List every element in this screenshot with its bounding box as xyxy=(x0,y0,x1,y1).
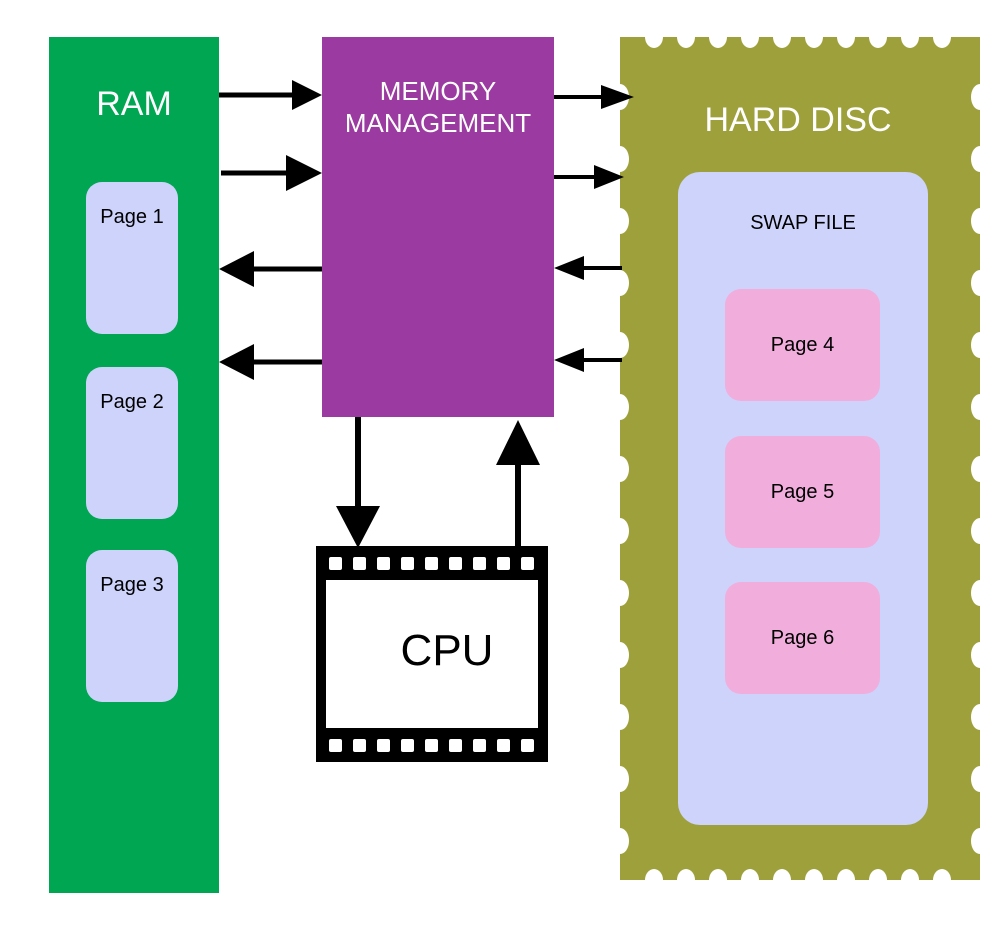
cpu-perforation-hole xyxy=(497,739,510,752)
swap-file-title: SWAP FILE xyxy=(750,212,856,234)
stamp-edge-notch xyxy=(620,208,629,234)
arrow-cpu-to-mm xyxy=(496,420,540,548)
stamp-edge-notch xyxy=(620,270,629,296)
memory-management-block: MEMORY MANAGEMENT xyxy=(322,37,554,417)
arrow-ram-to-mm-2 xyxy=(221,155,322,191)
stamp-edge-notch xyxy=(645,37,663,48)
arrow-hd-to-mm-2 xyxy=(554,348,622,372)
swap-page-5: Page 5 xyxy=(725,436,880,548)
stamp-edge-notch xyxy=(837,37,855,48)
cpu-perforation-hole xyxy=(521,739,534,752)
stamp-edge-notch xyxy=(620,828,629,854)
stamp-edge-notch xyxy=(620,580,629,606)
ram-title: RAM xyxy=(96,85,172,123)
memory-management-title-line2: MANAGEMENT xyxy=(344,108,532,138)
ram-block: RAM Page 1 Page 2 Page 3 xyxy=(49,37,219,893)
stamp-edge-notch xyxy=(971,146,980,172)
stamp-edge-notch xyxy=(773,869,791,880)
stamp-edge-notch xyxy=(971,580,980,606)
stamp-edge-notch xyxy=(971,766,980,792)
stamp-edge-notch xyxy=(677,869,695,880)
cpu-perforation-hole xyxy=(425,557,438,570)
cpu-perforation-hole xyxy=(401,739,414,752)
stamp-edge-notch xyxy=(971,828,980,854)
stamp-edge-notch xyxy=(709,37,727,48)
ram-page-3: Page 3 xyxy=(86,550,178,702)
ram-page-2: Page 2 xyxy=(86,367,178,519)
stamp-edge-notch xyxy=(971,642,980,668)
arrow-hd-to-mm-1 xyxy=(554,256,622,280)
stamp-edge-notch xyxy=(971,84,980,110)
stamp-edge-notch xyxy=(971,270,980,296)
stamp-edge-notch xyxy=(620,332,629,358)
cpu-block: CPU xyxy=(316,546,548,762)
stamp-edge-notch xyxy=(620,456,629,482)
cpu-perforation-hole xyxy=(353,557,366,570)
cpu-perforation-hole xyxy=(329,739,342,752)
stamp-edge-notch xyxy=(901,37,919,48)
stamp-edge-notch xyxy=(869,37,887,48)
stamp-edge-notch xyxy=(901,869,919,880)
arrow-mm-to-ram-2 xyxy=(219,344,322,380)
stamp-edge-notch xyxy=(620,146,629,172)
stamp-edge-notch xyxy=(620,642,629,668)
cpu-perforation-hole xyxy=(377,739,390,752)
cpu-perforation-bottom xyxy=(316,728,548,762)
stamp-edge-notch xyxy=(677,37,695,48)
stamp-edge-notch xyxy=(645,869,663,880)
stamp-edge-notch xyxy=(971,394,980,420)
stamp-edge-notch xyxy=(933,37,951,48)
stamp-edge-notch xyxy=(971,332,980,358)
ram-page-1: Page 1 xyxy=(86,182,178,334)
stamp-edge-notch xyxy=(933,869,951,880)
cpu-perforation-hole xyxy=(473,739,486,752)
arrow-mm-to-ram-1 xyxy=(219,251,322,287)
stamp-edge-notch xyxy=(869,869,887,880)
arrow-ram-to-mm-1 xyxy=(219,80,322,110)
stamp-edge-notch xyxy=(971,518,980,544)
cpu-label: CPU xyxy=(400,626,494,675)
cpu-frame: CPU xyxy=(326,580,538,728)
swap-file-block: SWAP FILE Page 4 Page 5 Page 6 xyxy=(678,172,928,825)
cpu-perforation-hole xyxy=(521,557,534,570)
stamp-edge-notch xyxy=(620,704,629,730)
arrow-mm-to-hd-1 xyxy=(554,85,634,109)
stamp-edge-notch xyxy=(741,869,759,880)
stamp-edge-notch xyxy=(805,37,823,48)
cpu-perforation-hole xyxy=(497,557,510,570)
hard-disc-block: HARD DISC SWAP FILE Page 4 Page 5 Page 6 xyxy=(620,37,980,880)
stamp-edge-notch xyxy=(837,869,855,880)
cpu-perforation-top xyxy=(316,546,548,580)
hard-disc-title: HARD DISC xyxy=(704,101,892,139)
swap-page-6: Page 6 xyxy=(725,582,880,694)
stamp-edge-notch xyxy=(971,456,980,482)
cpu-perforation-hole xyxy=(425,739,438,752)
stamp-edge-notch xyxy=(620,518,629,544)
cpu-perforation-hole xyxy=(473,557,486,570)
stamp-edge-notch xyxy=(620,394,629,420)
stamp-edge-notch xyxy=(971,704,980,730)
stamp-edge-notch xyxy=(805,869,823,880)
arrow-mm-to-cpu xyxy=(336,417,380,548)
cpu-perforation-hole xyxy=(329,557,342,570)
stamp-edge-notch xyxy=(709,869,727,880)
stamp-edge-notch xyxy=(971,208,980,234)
memory-management-title: MEMORY MANAGEMENT xyxy=(322,75,554,139)
cpu-perforation-hole xyxy=(377,557,390,570)
cpu-perforation-hole xyxy=(353,739,366,752)
cpu-perforation-hole xyxy=(449,739,462,752)
stamp-edge-notch xyxy=(773,37,791,48)
stamp-edge-notch xyxy=(620,766,629,792)
cpu-perforation-hole xyxy=(449,557,462,570)
swap-page-4: Page 4 xyxy=(725,289,880,401)
stamp-edge-notch xyxy=(741,37,759,48)
cpu-perforation-hole xyxy=(401,557,414,570)
arrow-mm-to-hd-2 xyxy=(554,165,624,189)
memory-management-title-line1: MEMORY xyxy=(379,76,497,106)
